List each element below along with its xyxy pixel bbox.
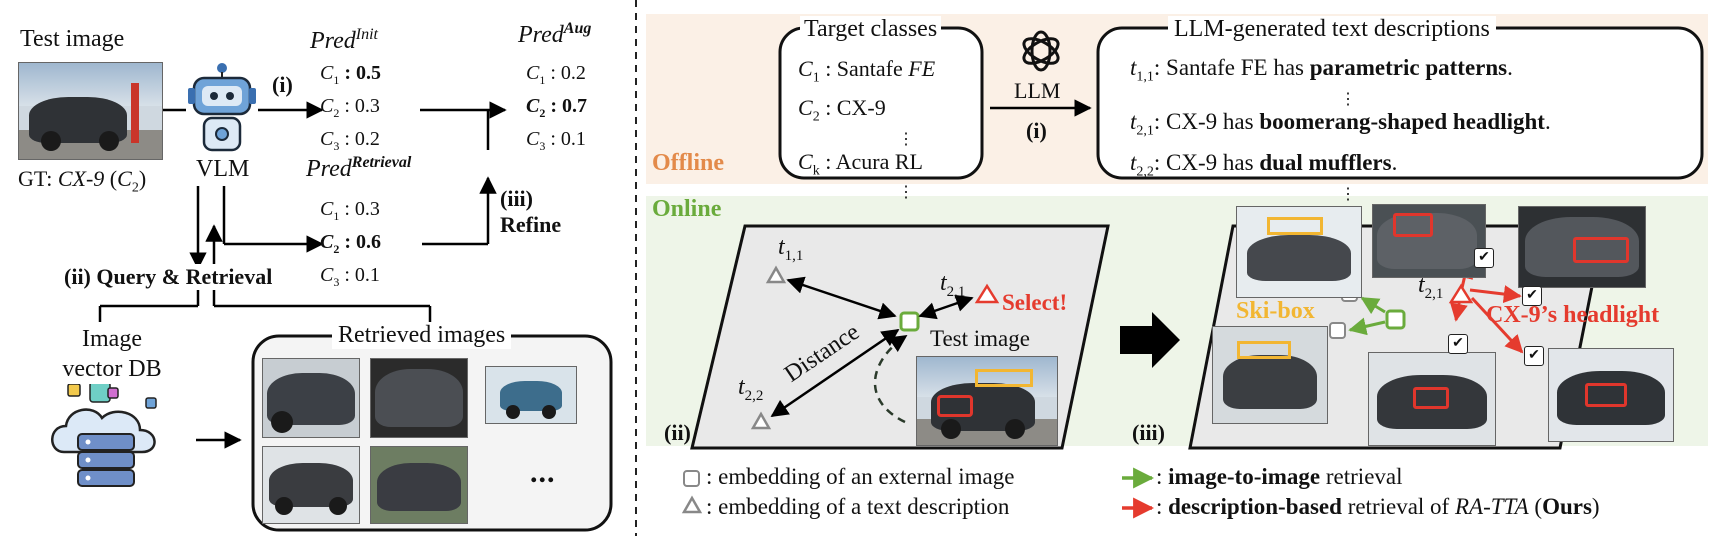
- descriptions-title: LLM-generated text descriptions: [1168, 16, 1496, 43]
- more-images-ellipsis: ...: [530, 456, 556, 489]
- step-i-label: (i): [272, 72, 293, 97]
- pred-retrieval-values: C1 : 0.3 C2 : 0.6 C3 : 0.1: [320, 198, 382, 289]
- retrieved-images-title: Retrieved images: [332, 322, 512, 349]
- t22-label: t2,2: [738, 374, 764, 404]
- vlm-label: VLM: [196, 156, 250, 182]
- legend-green-text: : image-to-image retrieval: [1156, 464, 1403, 489]
- headlight-label: CX-9’s headlight: [1486, 302, 1660, 328]
- legend-red-text: : description-based retrieval of RA-TTA …: [1156, 494, 1600, 519]
- llm-icon: [1018, 28, 1064, 74]
- check-icon: ✔: [1448, 334, 1468, 354]
- t21-right-label: t2,1: [1418, 272, 1444, 302]
- legend-triangle-text: : embedding of a text description: [706, 494, 1010, 519]
- vlm-robot-icon: [186, 62, 258, 154]
- pred-aug-values: C1 : 0.2 C2 : 0.7 C3 : 0.1: [526, 62, 588, 153]
- headlight-image-1: [1372, 204, 1486, 278]
- transition-arrow: [1120, 312, 1180, 368]
- step-iii-label: (iii): [500, 186, 533, 211]
- online-step-ii: (ii): [664, 420, 691, 445]
- skibox-image-2: [1212, 326, 1328, 424]
- retrieved-image-5: [370, 446, 468, 524]
- test-image: [18, 62, 163, 160]
- online-label: Online: [652, 196, 722, 222]
- query-retrieval-label: (ii) Query & Retrieval: [64, 264, 273, 290]
- pred-retrieval-title: PredRetrieval: [306, 154, 412, 182]
- check-icon: ✔: [1522, 286, 1542, 306]
- retrieved-image-3: [485, 366, 577, 424]
- check-icon: ✔: [1474, 248, 1494, 268]
- llm-label: LLM: [1014, 78, 1061, 103]
- skibox-image-1: [1236, 206, 1362, 298]
- ground-truth-label: GT: CX-9 (C2): [18, 166, 147, 196]
- retrieved-image-2: [370, 358, 468, 438]
- refine-label: Refine: [500, 212, 562, 237]
- online-test-image-label: Test image: [930, 326, 1030, 351]
- skibox-label: Ski-box: [1236, 298, 1315, 324]
- pred-aug-title: PredAug: [518, 20, 592, 48]
- db-label: Image vector DB: [62, 326, 162, 382]
- headlight-image-4: [1548, 348, 1674, 442]
- retrieved-image-1: [262, 358, 360, 438]
- online-step-iii: (iii): [1132, 420, 1165, 445]
- offline-step-i: (i): [1026, 118, 1047, 143]
- target-classes-title: Target classes: [800, 16, 942, 43]
- test-image-label: Test image: [20, 26, 125, 52]
- check-icon: ✔: [1524, 346, 1544, 366]
- headlight-image-3: [1368, 352, 1496, 446]
- pred-init-values: C1 : 0.5 C2 : 0.3 C3 : 0.2: [320, 62, 382, 153]
- select-label: Select!: [1002, 290, 1068, 315]
- vector-db-icon: [42, 381, 170, 494]
- retrieved-image-4: [262, 446, 360, 524]
- legend-square-text: : embedding of an external image: [706, 464, 1015, 489]
- online-test-image: [916, 356, 1058, 446]
- pred-init-title: PredInit: [310, 26, 378, 54]
- t11-label: t1,1: [778, 234, 804, 264]
- headlight-image-2: [1518, 206, 1646, 288]
- target-classes-list: C1 : Santafe FE C2 : CX-9 ⋮ Ck : Acura R…: [798, 56, 936, 202]
- t21-label: t2,1: [940, 270, 966, 300]
- descriptions-list: t1,1: Santafe FE has parametric patterns…: [1130, 55, 1551, 203]
- offline-label: Offline: [652, 150, 724, 176]
